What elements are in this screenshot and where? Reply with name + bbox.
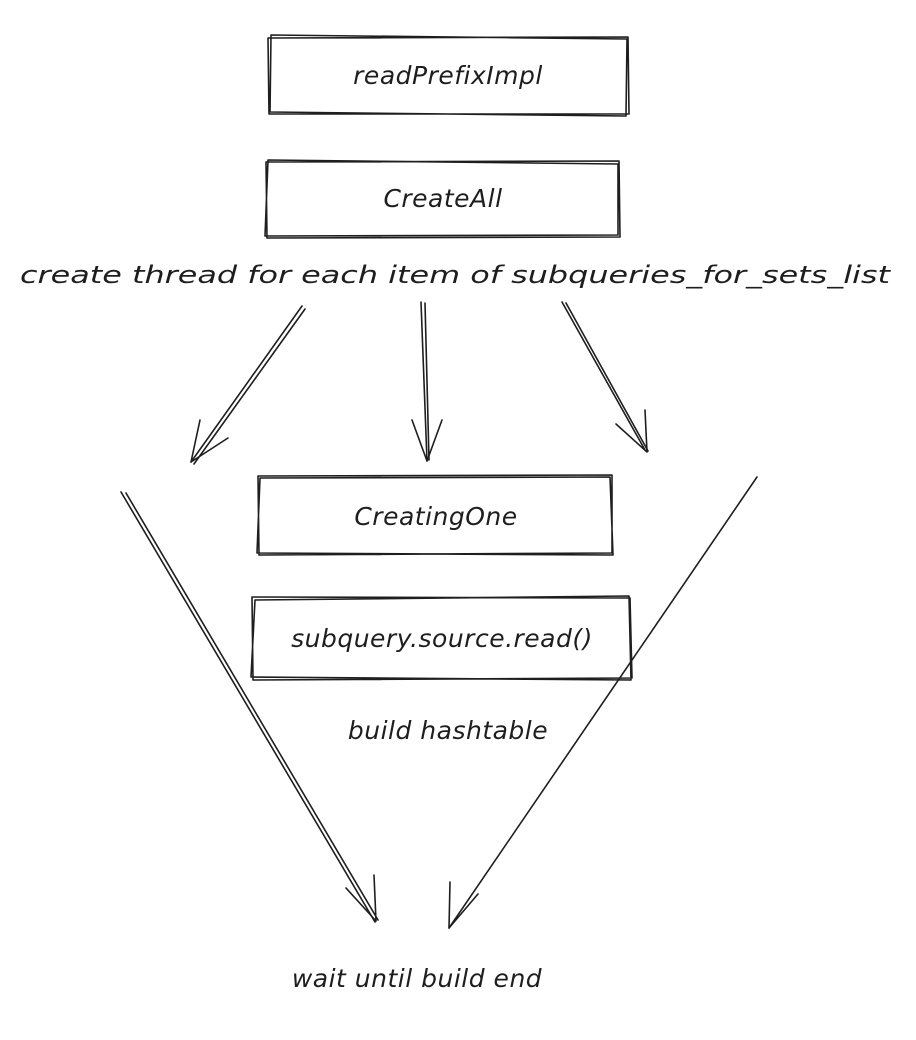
wait-until-build-end-label: wait until build end	[292, 964, 542, 993]
create-all-label: CreateAll	[383, 184, 502, 213]
creating-one-node[interactable]: CreatingOne	[256, 474, 614, 556]
read-prefix-impl-label: readPrefixImpl	[353, 61, 543, 90]
creating-one-label: CreatingOne	[354, 502, 517, 531]
create-all-node[interactable]: CreateAll	[264, 159, 621, 239]
read-prefix-impl-box	[267, 34, 630, 117]
arrow-left-thread	[190, 305, 306, 465]
create-all-box	[264, 159, 621, 239]
subquery-source-read-label: subquery.source.read()	[291, 624, 593, 653]
subquery-source-read-node[interactable]: subquery.source.read()	[250, 595, 633, 681]
create-thread-label: create thread for each item of subquerie…	[20, 261, 892, 289]
arrow-right-to-wait	[448, 476, 758, 929]
creating-one-box	[256, 474, 614, 556]
arrow-left-to-wait	[120, 491, 379, 923]
build-hashtable-label: build hashtable	[348, 716, 548, 745]
arrow-right-thread	[561, 301, 649, 453]
arrow-center-thread	[411, 301, 443, 462]
subquery-source-read-box	[250, 595, 633, 681]
read-prefix-impl-node[interactable]: readPrefixImpl	[267, 34, 630, 117]
